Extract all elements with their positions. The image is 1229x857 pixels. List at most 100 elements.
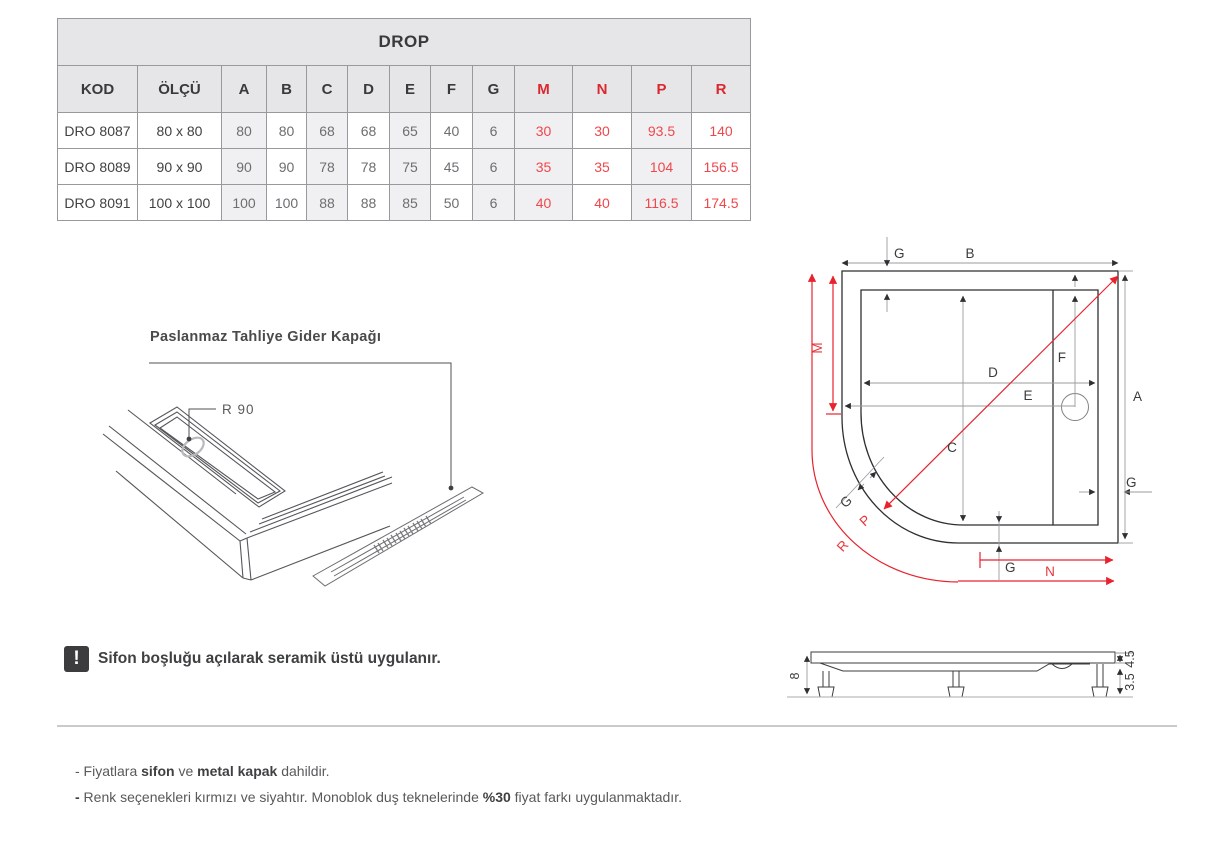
footnote-2: - Renk seçenekleri kırmızı ve siyahtır. … [75, 789, 682, 805]
cell-kod: DRO 8087 [57, 112, 138, 149]
cell: 100 [221, 184, 267, 221]
cell: 88 [306, 184, 348, 221]
table-title: DROP [57, 18, 751, 66]
dim-label-a: A [1133, 389, 1142, 404]
col-header: F [430, 65, 473, 113]
footnote-bold: - [75, 789, 80, 805]
cell: 85 [389, 184, 431, 221]
dim-label-g-arc: G [837, 493, 855, 511]
cell: 88 [347, 184, 390, 221]
cell-kod: DRO 8091 [57, 184, 138, 221]
footnote-text: ve [174, 763, 198, 779]
col-header: G [472, 65, 515, 113]
footnote-bold: %30 [482, 789, 511, 805]
top-view-diagram: B G M A D E F C G P R G N G [807, 237, 1152, 586]
cell: 104 [631, 148, 692, 185]
cell: 30 [514, 112, 573, 149]
cell: 6 [472, 112, 515, 149]
cell-olcu: 80 x 80 [137, 112, 222, 149]
note-row: ! Sifon boşluğu açılarak seramik üstü uy… [64, 646, 441, 672]
dim-label-m: M [810, 342, 825, 353]
cell: 35 [514, 148, 573, 185]
cell: 100 [266, 184, 307, 221]
dim-label-g-right: G [1126, 475, 1137, 490]
cell: 40 [430, 112, 473, 149]
footnote-text: fiyat farkı uygulanmaktadır. [510, 789, 682, 805]
divider-line [57, 725, 1177, 727]
dim-label-g-bottom: G [1005, 560, 1016, 575]
table-row: DRO 8089 90 x 90 90 90 78 78 75 45 6 35 … [57, 148, 751, 185]
footnote-text: dahildir. [277, 763, 330, 779]
col-header: D [347, 65, 390, 113]
cell-olcu: 90 x 90 [137, 148, 222, 185]
col-header: ÖLÇÜ [137, 65, 222, 113]
cell: 156.5 [691, 148, 751, 185]
dim-label-d: D [988, 365, 998, 380]
col-header: R [691, 65, 751, 113]
cell-kod: DRO 8089 [57, 148, 138, 185]
dim-label-leg-height: 3.5 [1123, 673, 1137, 690]
iso-drawing: R 90 [102, 362, 485, 587]
footnote-text: - Fiyatlara [75, 763, 142, 779]
leader-dot [448, 485, 454, 491]
drain-radius-circle [181, 436, 205, 458]
dim-label-n: N [1045, 564, 1055, 579]
dim-label-total-height: 8 [788, 672, 802, 679]
col-header: A [221, 65, 267, 113]
cell: 65 [389, 112, 431, 149]
cell: 68 [347, 112, 390, 149]
red-dimension-lines [807, 273, 1119, 586]
leader-lines [149, 362, 452, 486]
exclamation-icon: ! [64, 646, 89, 672]
cell: 50 [430, 184, 473, 221]
col-header: P [631, 65, 692, 113]
cell: 75 [389, 148, 431, 185]
cell: 80 [266, 112, 307, 149]
cell: 93.5 [631, 112, 692, 149]
dimension-lines [835, 237, 1152, 580]
drain-cover-plate [312, 486, 485, 587]
dim-label-rim-height: 4.5 [1123, 650, 1137, 667]
cell: 40 [572, 184, 632, 221]
dim-label-b: B [965, 246, 974, 261]
col-header: C [306, 65, 348, 113]
tray-profile [810, 651, 1116, 698]
side-dimension-lines [803, 652, 1133, 695]
radius-label: R 90 [222, 402, 255, 417]
col-header: KOD [57, 65, 138, 113]
col-header: M [514, 65, 573, 113]
col-header: N [572, 65, 632, 113]
dim-label-c: C [947, 440, 957, 455]
iso-drawing-title: Paslanmaz Tahliye Gider Kapağı [150, 329, 382, 345]
cell: 68 [306, 112, 348, 149]
tray-corner-lines [102, 406, 393, 581]
leader-dot [186, 436, 192, 442]
cell: 40 [514, 184, 573, 221]
note-text: Sifon boşluğu açılarak seramik üstü uygu… [98, 650, 441, 667]
cell: 6 [472, 184, 515, 221]
spec-table: DROP KOD ÖLÇÜ A B C D E F G M N P R DRO … [57, 18, 751, 221]
dim-label-e: E [1023, 388, 1032, 403]
cell: 78 [347, 148, 390, 185]
cell: 78 [306, 148, 348, 185]
footnote-bold: sifon [141, 763, 175, 779]
cell-olcu: 100 x 100 [137, 184, 222, 221]
dim-label-r: R [834, 537, 852, 554]
cell: 90 [266, 148, 307, 185]
col-header: E [389, 65, 431, 113]
footnote-text: Renk seçenekleri kırmızı ve siyahtır. Mo… [79, 789, 483, 805]
dim-label-p: P [857, 512, 874, 529]
tray-outline [841, 270, 1119, 544]
footnote-1: - Fiyatlara sifon ve metal kapak dahildi… [75, 763, 329, 779]
cell: 45 [430, 148, 473, 185]
cell: 140 [691, 112, 751, 149]
cell: 30 [572, 112, 632, 149]
table-header-row: KOD ÖLÇÜ A B C D E F G M N P R [57, 65, 751, 113]
cell: 6 [472, 148, 515, 185]
col-header: B [266, 65, 307, 113]
dim-label-f: F [1058, 350, 1066, 365]
table-row: DRO 8087 80 x 80 80 80 68 68 65 40 6 30 … [57, 112, 751, 149]
cell: 174.5 [691, 184, 751, 221]
cell: 116.5 [631, 184, 692, 221]
